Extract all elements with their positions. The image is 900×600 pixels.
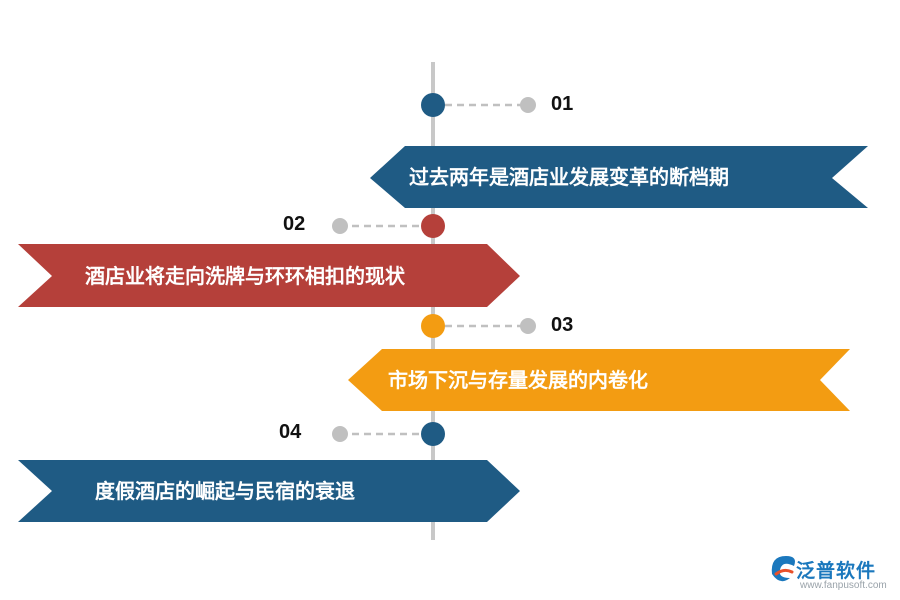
banner-04	[18, 460, 520, 522]
fanpu-logo-icon	[771, 556, 795, 582]
timeline-node-02	[421, 214, 445, 238]
timeline-node-04	[421, 422, 445, 446]
step-number-01: 01	[551, 93, 574, 115]
banner-02	[18, 244, 520, 307]
banner-text-02: 酒店业将走向洗牌与环环相扣的现状	[85, 264, 405, 288]
timeline-node-03	[421, 314, 445, 338]
logo-url: www.fanpusoft.com	[800, 580, 887, 591]
logo-name: 泛普软件	[796, 560, 877, 582]
connector-end-dot-03	[520, 318, 536, 334]
banner-text-03: 市场下沉与存量发展的内卷化	[388, 368, 648, 392]
timeline-node-01	[421, 93, 445, 117]
banner-01	[370, 146, 868, 208]
step-number-03: 03	[551, 314, 574, 336]
connector-end-dot-01	[520, 97, 536, 113]
banner-text-01: 过去两年是酒店业发展变革的断档期	[409, 165, 729, 189]
banner-03	[348, 349, 850, 411]
connector-end-dot-02	[332, 218, 348, 234]
step-number-04: 04	[279, 421, 302, 443]
connector-end-dot-04	[332, 426, 348, 442]
banner-text-04: 度假酒店的崛起与民宿的衰退	[95, 479, 355, 503]
step-number-02: 02	[283, 213, 306, 235]
